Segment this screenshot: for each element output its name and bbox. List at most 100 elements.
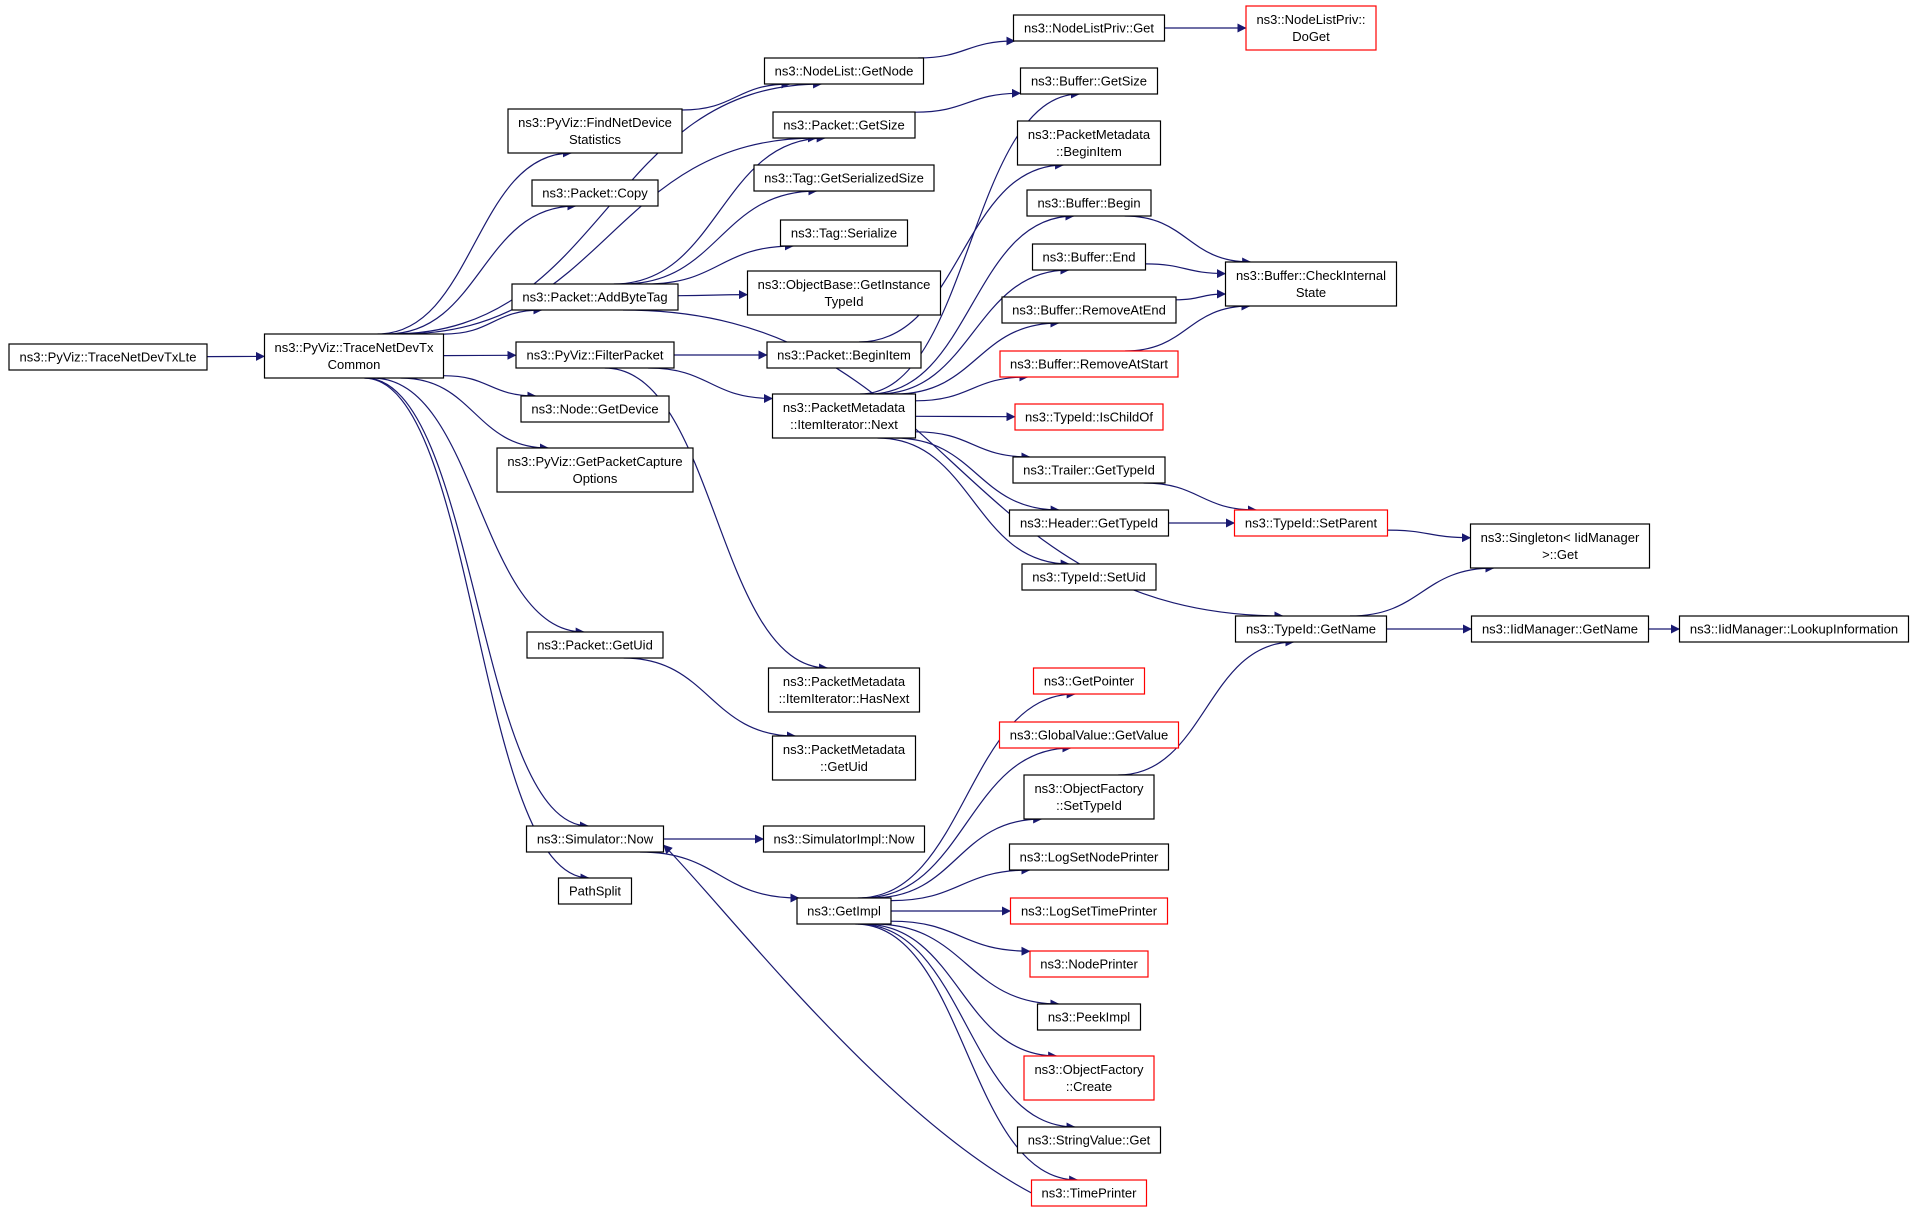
node-LogSetNodePrinter[interactable]: ns3::LogSetNodePrinter (1008, 843, 1170, 871)
node-HeaderGetTypeId[interactable]: ns3::Header::GetTypeId (1008, 509, 1170, 537)
node-box (771, 393, 917, 439)
edge-ItemIteratorNext-to-BufferBegin (869, 211, 1075, 395)
node-ObjectFactorySetTypeId[interactable]: ns3::ObjectFactory::SetTypeId (1023, 774, 1155, 820)
node-NodeListGetNode[interactable]: ns3::NodeList::GetNode (763, 57, 925, 85)
node-TagSerialize[interactable]: ns3::Tag::Serialize (779, 219, 909, 247)
node-SimulatorImplNow[interactable]: ns3::SimulatorImpl::Now (762, 825, 926, 853)
node-BufferRemoveAtStart[interactable]: ns3::Buffer::RemoveAtStart (999, 350, 1179, 378)
node-StringValueGet[interactable]: ns3::StringValue::Get (1016, 1126, 1162, 1154)
node-box (1023, 1055, 1155, 1101)
edge-GetImpl-to-GlobalValueGetValue (862, 743, 1072, 899)
edge-TraceNetDevTxCommon-to-FindNetDeviceStatistics (377, 148, 572, 335)
node-label: ns3::Trailer::GetTypeId (1023, 463, 1155, 478)
edge-ItemIteratorNext-to-BufferEnd (877, 265, 1070, 395)
node-SingletonIidManagerGet[interactable]: ns3::Singleton< IidManager>::Get (1469, 523, 1651, 569)
node-TagGetSerializedSize[interactable]: ns3::Tag::GetSerializedSize (753, 164, 935, 192)
node-label: DoGet (1292, 29, 1330, 44)
node-box (520, 395, 670, 423)
node-box (1469, 523, 1651, 569)
node-BufferRemoveAtEnd[interactable]: ns3::Buffer::RemoveAtEnd (1001, 296, 1177, 324)
edge-ItemIteratorNext-to-BufferRemoveAtEnd (894, 318, 1060, 395)
node-LogSetTimePrinter[interactable]: ns3::LogSetTimePrinter (1009, 897, 1169, 925)
edge-TraceNetDevTxCommon-to-PacketAddByteTag (443, 305, 543, 335)
edge-TraceNetDevTxCommon-to-NodeListGetNode (391, 79, 823, 335)
node-box (767, 667, 921, 713)
node-ObjectFactoryCreate[interactable]: ns3::ObjectFactory::Create (1023, 1055, 1155, 1101)
node-PacketGetSize[interactable]: ns3::Packet::GetSize (772, 111, 916, 139)
node-box (1023, 774, 1155, 820)
node-box (531, 179, 659, 207)
node-BufferEnd[interactable]: ns3::Buffer::End (1031, 243, 1147, 271)
node-label: ns3::IidManager::GetName (1482, 622, 1638, 637)
node-box (8, 343, 208, 371)
node-GetImpl[interactable]: ns3::GetImpl (796, 897, 892, 925)
edge-ObjectFactorySetTypeId-to-TypeIdGetName (1118, 637, 1295, 776)
node-box (1029, 950, 1149, 978)
node-PacketCopy[interactable]: ns3::Packet::Copy (531, 179, 659, 207)
node-NodeListPrivDoGet[interactable]: ns3::NodeListPriv::DoGet (1245, 5, 1377, 51)
node-TimePrinter[interactable]: ns3::TimePrinter (1030, 1179, 1148, 1207)
node-PacketGetUid[interactable]: ns3::Packet::GetUid (526, 631, 664, 659)
edge-FilterPacket-to-ItemIteratorNext (648, 367, 773, 403)
edge-TraceNetDevTxCommon-to-PacketGetSize (400, 133, 817, 335)
node-GlobalValueGetValue[interactable]: ns3::GlobalValue::GetValue (998, 721, 1180, 749)
node-label: ::BeginItem (1056, 144, 1122, 159)
node-box (1030, 1179, 1148, 1207)
node-label: ns3::Tag::GetSerializedSize (764, 171, 924, 186)
node-NodeListPrivGet[interactable]: ns3::NodeListPriv::Get (1012, 14, 1166, 42)
node-box (753, 164, 935, 192)
edge-TraceNetDevTxCommon-to-GetPacketCaptureOptions (400, 377, 549, 453)
node-label: Statistics (569, 132, 622, 147)
edge-TraceNetDevTxCommon-to-PacketGetUid (372, 377, 585, 637)
node-box (746, 270, 942, 316)
node-TraceNetDevTxLte: ns3::PyViz::TraceNetDevTxLte (8, 343, 208, 371)
edge-TrailerGetTypeId-to-TypeIdSetParent (1143, 482, 1257, 515)
node-PacketBeginItem[interactable]: ns3::Packet::BeginItem (766, 341, 922, 369)
node-PacketMetadataBeginItem[interactable]: ns3::PacketMetadata::BeginItem (1016, 120, 1162, 166)
node-NodePrinter[interactable]: ns3::NodePrinter (1029, 950, 1149, 978)
edge-GetImpl-to-LogSetNodePrinter (890, 865, 1031, 902)
node-box (1021, 563, 1157, 591)
node-label: ::GetUid (820, 759, 868, 774)
node-BufferGetSize[interactable]: ns3::Buffer::GetSize (1019, 67, 1159, 95)
node-PathSplit[interactable]: PathSplit (557, 877, 633, 905)
edge-TypeIdGetName-to-SingletonIidManagerGet (1349, 563, 1495, 617)
node-FilterPacket[interactable]: ns3::PyViz::FilterPacket (515, 341, 675, 369)
edge-BufferRemoveAtEnd-to-BufferCheckInternalState (1175, 289, 1226, 301)
node-TypeIdSetParent[interactable]: ns3::TypeId::SetParent (1233, 509, 1389, 537)
node-box (779, 219, 909, 247)
node-IidManagerLookupInformation[interactable]: ns3::IidManager::LookupInformation (1678, 615, 1910, 643)
node-label: ns3::ObjectFactory (1034, 1062, 1144, 1077)
node-box (1678, 615, 1910, 643)
node-TypeIdGetName[interactable]: ns3::TypeId::GetName (1234, 615, 1388, 643)
node-GetPointer[interactable]: ns3::GetPointer (1032, 667, 1146, 695)
node-TypeIdIsChildOf[interactable]: ns3::TypeId::IsChildOf (1014, 403, 1164, 431)
node-NodeGetDevice[interactable]: ns3::Node::GetDevice (520, 395, 670, 423)
node-label: ns3::TypeId::GetName (1246, 622, 1376, 637)
node-box (526, 631, 664, 659)
edge-TraceNetDevTxCommon-to-NodeGetDevice (443, 375, 537, 401)
node-IidManagerGetName[interactable]: ns3::IidManager::GetName (1470, 615, 1650, 643)
node-SimulatorNow[interactable]: ns3::Simulator::Now (525, 825, 665, 853)
node-TrailerGetTypeId[interactable]: ns3::Trailer::GetTypeId (1012, 456, 1166, 484)
node-ItemIteratorHasNext[interactable]: ns3::PacketMetadata::ItemIterator::HasNe… (767, 667, 921, 713)
node-PeekImpl[interactable]: ns3::PeekImpl (1036, 1003, 1142, 1031)
node-label: ns3::TimePrinter (1042, 1186, 1138, 1201)
node-PacketAddByteTag[interactable]: ns3::Packet::AddByteTag (511, 283, 679, 311)
node-BufferBegin[interactable]: ns3::Buffer::Begin (1026, 189, 1152, 217)
node-label: ns3::GlobalValue::GetValue (1010, 728, 1169, 743)
node-label: ns3::PacketMetadata (783, 400, 906, 415)
node-box (766, 341, 922, 369)
edge-ItemIteratorNext-to-TypeIdSetUid (877, 437, 1070, 569)
node-label: ns3::GetPointer (1044, 674, 1135, 689)
node-TypeIdSetUid[interactable]: ns3::TypeId::SetUid (1021, 563, 1157, 591)
node-ItemIteratorNext[interactable]: ns3::PacketMetadata::ItemIterator::Next (771, 393, 917, 439)
node-PacketMetadataGetUid[interactable]: ns3::PacketMetadata::GetUid (771, 735, 917, 781)
node-box (1012, 456, 1166, 484)
